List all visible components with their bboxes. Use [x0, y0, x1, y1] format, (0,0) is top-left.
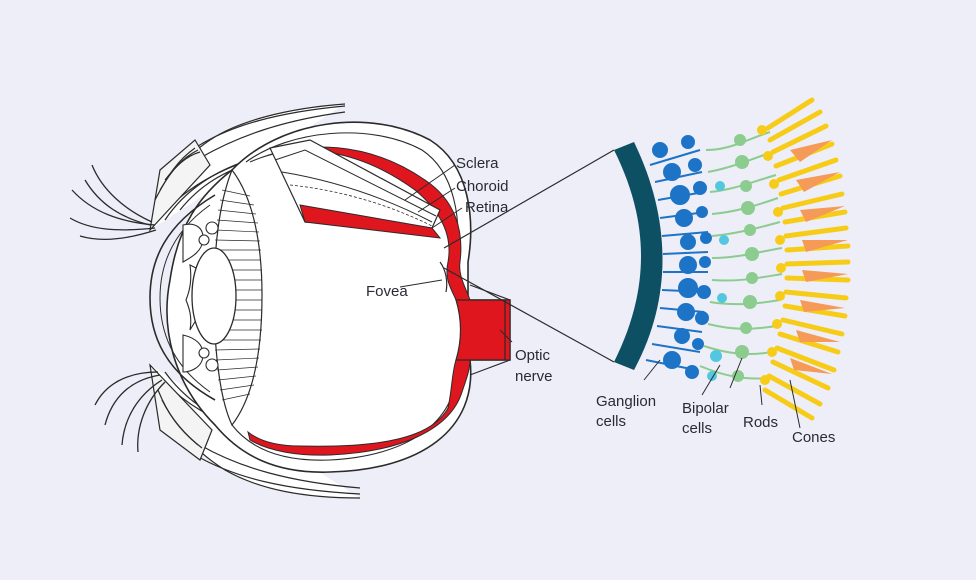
upper-eyelashes — [69, 164, 157, 240]
retina-band — [614, 142, 663, 370]
label-ganglion-2: cells — [596, 413, 626, 430]
label-fovea: Fovea — [366, 283, 408, 300]
label-cones: Cones — [792, 429, 835, 446]
cones — [790, 140, 848, 374]
label-optic-nerve-2: nerve — [515, 368, 553, 385]
fovea-pit — [439, 261, 448, 293]
retina-layer — [247, 146, 511, 456]
layer-cutaway — [269, 139, 442, 239]
magnification-lines — [443, 149, 615, 363]
eye-cross-section — [69, 103, 511, 499]
label-rods: Rods — [743, 414, 778, 431]
labels: Sclera Choroid Retina Fovea Optic nerve … — [366, 155, 835, 446]
rod-bodies — [757, 125, 786, 385]
lens — [191, 247, 237, 345]
cornea — [149, 194, 216, 401]
label-bipolar-1: Bipolar — [682, 400, 729, 417]
optic-nerve — [455, 284, 511, 376]
label-retina: Retina — [465, 199, 509, 216]
label-sclera: Sclera — [456, 155, 499, 172]
retina-zoom — [614, 97, 851, 421]
label-choroid: Choroid — [456, 178, 509, 195]
label-ganglion-1: Ganglion — [596, 393, 656, 410]
label-leaders — [399, 164, 801, 429]
ganglion-cells — [645, 135, 712, 379]
bipolar-cells — [699, 131, 783, 382]
label-optic-nerve-1: Optic — [515, 347, 551, 364]
lower-eyelashes — [94, 371, 166, 453]
label-bipolar-2: cells — [682, 420, 712, 437]
